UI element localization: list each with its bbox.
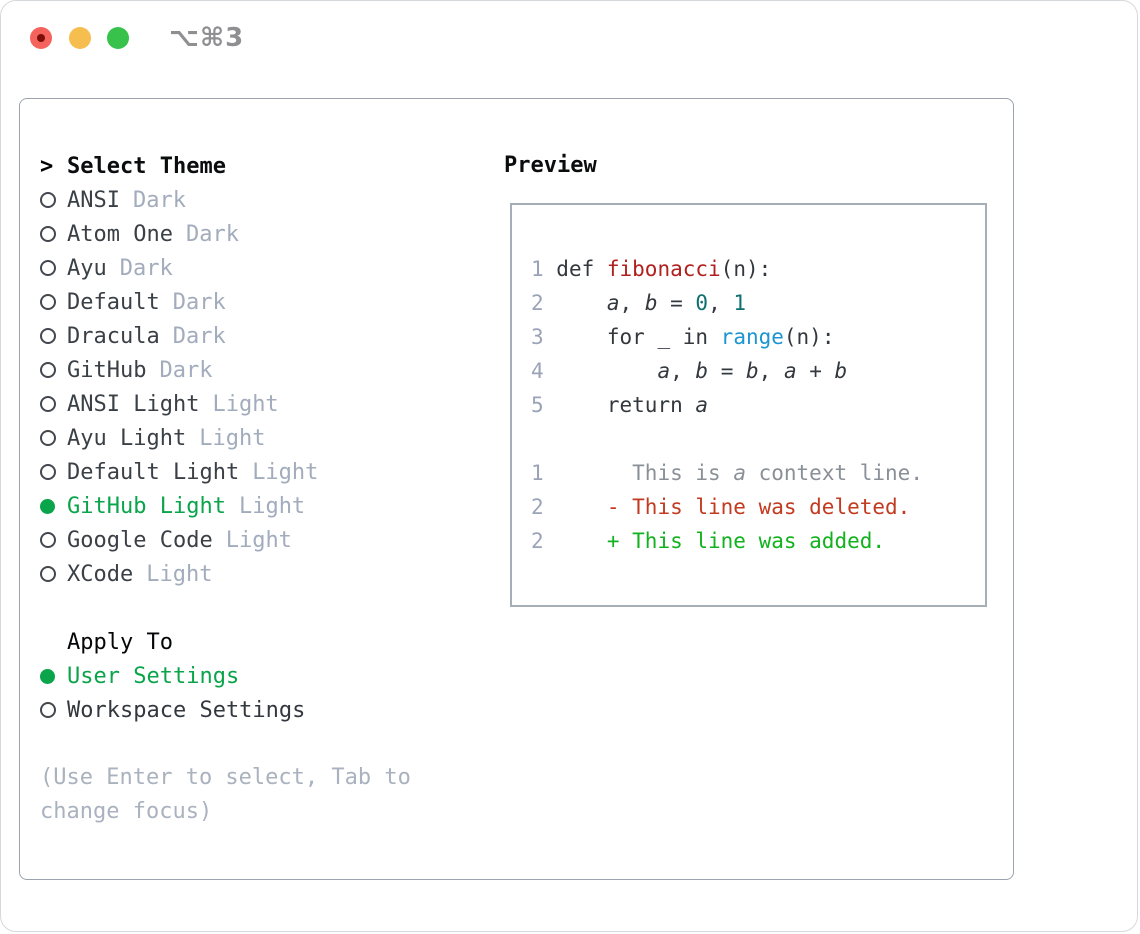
preview-title: Preview xyxy=(504,153,597,178)
option-label: ANSI Light xyxy=(67,391,200,417)
option-label: GitHub xyxy=(67,357,147,383)
theme-option-github[interactable]: GitHub Dark xyxy=(40,353,480,387)
theme-variant-tag: Light xyxy=(199,425,266,451)
apply-option-user-settings[interactable]: User Settings xyxy=(40,659,480,693)
radio-icon xyxy=(40,260,56,276)
window-title: ⌥⌘3 xyxy=(169,23,245,53)
close-dot-icon xyxy=(37,34,45,42)
option-label: Default xyxy=(67,289,160,315)
theme-option-ayu-light[interactable]: Ayu Light Light xyxy=(40,421,480,455)
radio-marker xyxy=(40,294,67,310)
radio-icon xyxy=(40,362,56,378)
radio-marker xyxy=(40,532,67,548)
minimize-button[interactable] xyxy=(69,27,91,49)
select-theme-title: Select Theme xyxy=(67,153,226,179)
apply-option-workspace-settings[interactable]: Workspace Settings xyxy=(40,693,480,727)
theme-option-ansi-light[interactable]: ANSI Light Light xyxy=(40,387,480,421)
radio-marker xyxy=(40,396,67,412)
theme-variant-tag: Dark xyxy=(159,357,213,383)
prompt-icon: > xyxy=(40,153,54,179)
hint-text: (Use Enter to select, Tab to change focu… xyxy=(40,761,480,829)
theme-variant-tag: Light xyxy=(252,459,319,485)
code-line: 5 return a xyxy=(531,393,709,417)
maximize-button[interactable] xyxy=(107,27,129,49)
radio-marker xyxy=(40,668,67,684)
radio-marker xyxy=(40,498,67,514)
theme-option-dracula[interactable]: Dracula Dark xyxy=(40,319,480,353)
radio-icon xyxy=(40,328,56,344)
code-line: 1 def fibonacci(n): xyxy=(531,257,772,281)
option-label: XCode xyxy=(67,561,134,587)
theme-variant-tag: Light xyxy=(146,561,213,587)
code-line xyxy=(531,422,985,456)
option-label: Ayu xyxy=(67,255,107,281)
theme-option-default[interactable]: Default Dark xyxy=(40,285,480,319)
theme-variant-tag: Dark xyxy=(172,323,226,349)
radio-icon xyxy=(40,464,56,480)
radio-icon xyxy=(40,566,56,582)
code-line: 1 This is a context line. xyxy=(531,461,923,485)
theme-option-ayu[interactable]: Ayu Dark xyxy=(40,251,480,285)
option-label: Atom One xyxy=(67,221,173,247)
code-line: 4 a, b = b, a + b xyxy=(531,359,848,383)
radio-marker xyxy=(40,430,67,446)
theme-option-github-light[interactable]: GitHub Light Light xyxy=(40,489,480,523)
code-line: 2 + This line was added. xyxy=(531,529,886,553)
radio-marker xyxy=(40,566,67,582)
radio-marker xyxy=(40,702,67,718)
code-line: 3 for _ in range(n): xyxy=(531,325,835,349)
option-label: Workspace Settings xyxy=(67,697,306,723)
radio-marker xyxy=(40,328,67,344)
radio-icon xyxy=(40,192,56,208)
theme-variant-tag: Dark xyxy=(185,221,239,247)
code-preview: 1 def fibonacci(n): 2 a, b = 0, 1 3 for _ … xyxy=(512,205,985,558)
option-label: GitHub Light xyxy=(67,493,226,519)
theme-variant-tag: Dark xyxy=(119,255,173,281)
radio-marker xyxy=(40,464,67,480)
radio-icon xyxy=(40,430,56,446)
theme-option-xcode[interactable]: XCode Light xyxy=(40,557,480,591)
theme-variant-tag: Light xyxy=(225,527,292,553)
theme-option-default-light[interactable]: Default Light Light xyxy=(40,455,480,489)
code-line: 2 - This line was deleted. xyxy=(531,495,911,519)
radio-icon xyxy=(40,294,56,310)
theme-option-ansi[interactable]: ANSI Dark xyxy=(40,183,480,217)
hint-line: (Use Enter to select, Tab to xyxy=(40,765,411,790)
theme-variant-tag: Dark xyxy=(132,187,186,213)
radio-selected-icon xyxy=(40,668,55,684)
theme-option-google-code[interactable]: Google Code Light xyxy=(40,523,480,557)
radio-marker xyxy=(40,362,67,378)
close-button[interactable] xyxy=(30,27,52,49)
apply-to-title: Apply To xyxy=(67,629,173,655)
theme-variant-tag: Dark xyxy=(172,289,226,315)
radio-marker xyxy=(40,260,67,276)
preview-box: 1 def fibonacci(n): 2 a, b = 0, 1 3 for _ … xyxy=(510,203,987,607)
option-label: Google Code xyxy=(67,527,213,553)
theme-option-atom-one[interactable]: Atom One Dark xyxy=(40,217,480,251)
radio-icon xyxy=(40,226,56,242)
option-label: Default Light xyxy=(67,459,240,485)
option-label: User Settings xyxy=(67,663,240,689)
select-theme-header: > Select Theme xyxy=(40,149,480,183)
code-line: 2 a, b = 0, 1 xyxy=(531,291,747,315)
radio-icon xyxy=(40,532,56,548)
option-label: Dracula xyxy=(67,323,160,349)
radio-selected-icon xyxy=(40,498,55,514)
apply-to-header: Apply To xyxy=(40,625,480,659)
radio-icon xyxy=(40,702,56,718)
hint-line: change focus) xyxy=(40,799,213,824)
spacer xyxy=(40,591,480,625)
theme-variant-tag: Light xyxy=(238,493,306,519)
option-label: ANSI xyxy=(67,187,120,213)
titlebar: ⌥⌘3 xyxy=(1,1,1137,75)
radio-marker xyxy=(40,192,67,208)
option-label: Ayu Light xyxy=(67,425,187,451)
radio-icon xyxy=(40,396,56,412)
theme-variant-tag: Light xyxy=(212,391,279,417)
radio-marker xyxy=(40,226,67,242)
